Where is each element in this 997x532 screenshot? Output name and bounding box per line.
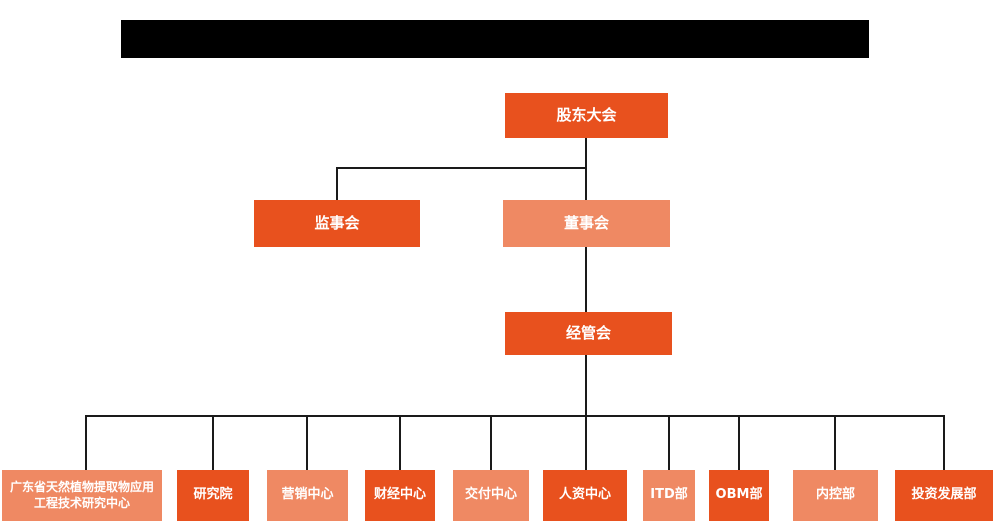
org-node-itd-dept: ITD部	[643, 470, 695, 521]
org-node-research-institute: 研究院	[177, 470, 249, 521]
redacted-title-bar	[121, 20, 869, 58]
connector-board-to-management	[585, 247, 587, 312]
org-node-guangdong-research-center: 广东省天然植物提取物应用工程技术研究中心	[2, 470, 162, 521]
connector-bus-horizontal	[85, 415, 945, 417]
org-node-obm-dept: OBM部	[709, 470, 769, 521]
connector-drop-finance-center	[399, 415, 401, 470]
org-node-board-of-directors: 董事会	[503, 200, 670, 247]
org-node-marketing-center: 营销中心	[267, 470, 348, 521]
connector-drop-internal-control-dept	[834, 415, 836, 470]
connector-drop-research-institute	[212, 415, 214, 470]
org-node-investment-development-dept: 投资发展部	[895, 470, 993, 521]
org-node-finance-center: 财经中心	[365, 470, 435, 521]
connector-branch-to-supervisory	[336, 167, 338, 200]
connector-drop-obm-dept	[738, 415, 740, 470]
connector-drop-delivery-center	[490, 415, 492, 470]
org-node-shareholders-meeting: 股东大会	[505, 93, 668, 138]
connector-drop-guangdong-center	[85, 415, 87, 470]
org-node-internal-control-dept: 内控部	[793, 470, 878, 521]
connector-management-to-bus	[585, 355, 587, 416]
org-node-supervisory-board: 监事会	[254, 200, 420, 247]
connector-shareholders-to-board	[585, 138, 587, 200]
connector-drop-marketing-center	[306, 415, 308, 470]
org-node-delivery-center: 交付中心	[453, 470, 529, 521]
connector-drop-itd-dept	[668, 415, 670, 470]
org-node-management-committee: 经管会	[505, 312, 672, 355]
connector-branch-horizontal	[336, 167, 587, 169]
connector-drop-hr-center	[585, 415, 587, 470]
org-node-hr-center: 人资中心	[543, 470, 627, 521]
connector-drop-investment-development-dept	[943, 415, 945, 470]
